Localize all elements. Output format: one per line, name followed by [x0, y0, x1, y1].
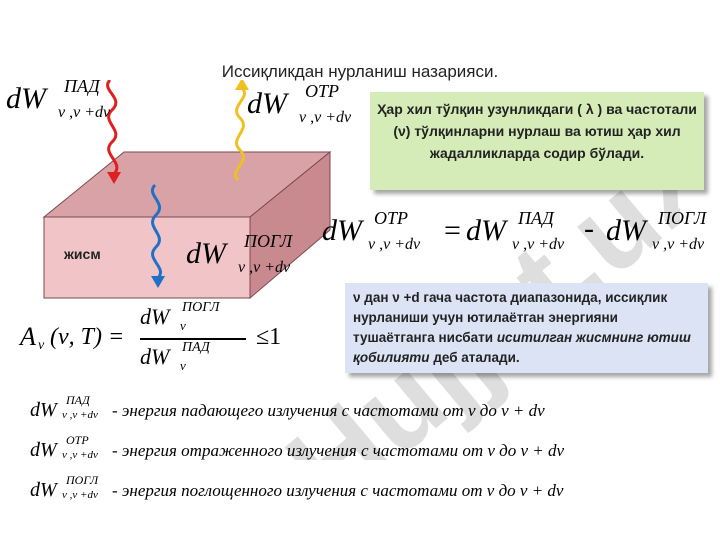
- body-front-face: [43, 216, 251, 299]
- absorptivity-fraction: dW ПОГЛ ν dW ПАД ν: [140, 300, 250, 380]
- reflected-arrow: [234, 86, 246, 182]
- absorptivity-formula: A ν (ν, T) = dW ПОГЛ ν dW ПАД ν ≤1: [20, 300, 320, 380]
- incident-arrow: [106, 80, 119, 176]
- energy-balance-equation: dW ОТР ν ,ν +dν = dW ПАД ν ,ν +dν - dW П…: [322, 208, 707, 253]
- formula-w-pogl: dW ПОГЛ ν ,ν +dν: [186, 231, 293, 276]
- formula-w-pad: dW ПАД ν ,ν +dν: [6, 76, 111, 121]
- definition-line: dW ОТР ν ,ν +dν - энергия отраженного из…: [30, 433, 565, 461]
- definitions-list: dW ПАД ν ,ν +dν - энергия падающего излу…: [30, 393, 720, 515]
- body-illustration: [42, 80, 332, 300]
- blue-info-box: ν дан ν +d гача частота диапазонида, исс…: [345, 283, 708, 373]
- fraction-line: [140, 338, 246, 340]
- slide-title: Иссиқликдан нурланиш назарияси.: [221, 62, 499, 81]
- blue-box-text: ν дан ν +d гача частота диапазонида, исс…: [353, 290, 668, 345]
- incident-arrowhead: [107, 172, 121, 184]
- formula-w-otr: dW ОТР ν ,ν +dν: [247, 81, 352, 126]
- blue-box-end: деб аталади.: [433, 350, 520, 365]
- definition-line: dW ПАД ν ,ν +dν - энергия падающего излу…: [30, 393, 545, 421]
- green-info-box: Ҳар хил тўлқин узунликдаги ( λ ) ва част…: [370, 92, 704, 190]
- definition-line: dW ПОГЛ ν ,ν +dν - энергия поглощенного …: [30, 473, 564, 501]
- reflected-arrowhead: [235, 80, 249, 90]
- blue-box-italic: иситилган жисмнинг ютиш қобилияти: [353, 330, 691, 365]
- absorbed-arrow: [151, 183, 162, 280]
- body-label: жисм: [64, 246, 101, 262]
- absorbed-arrowhead: [151, 276, 165, 288]
